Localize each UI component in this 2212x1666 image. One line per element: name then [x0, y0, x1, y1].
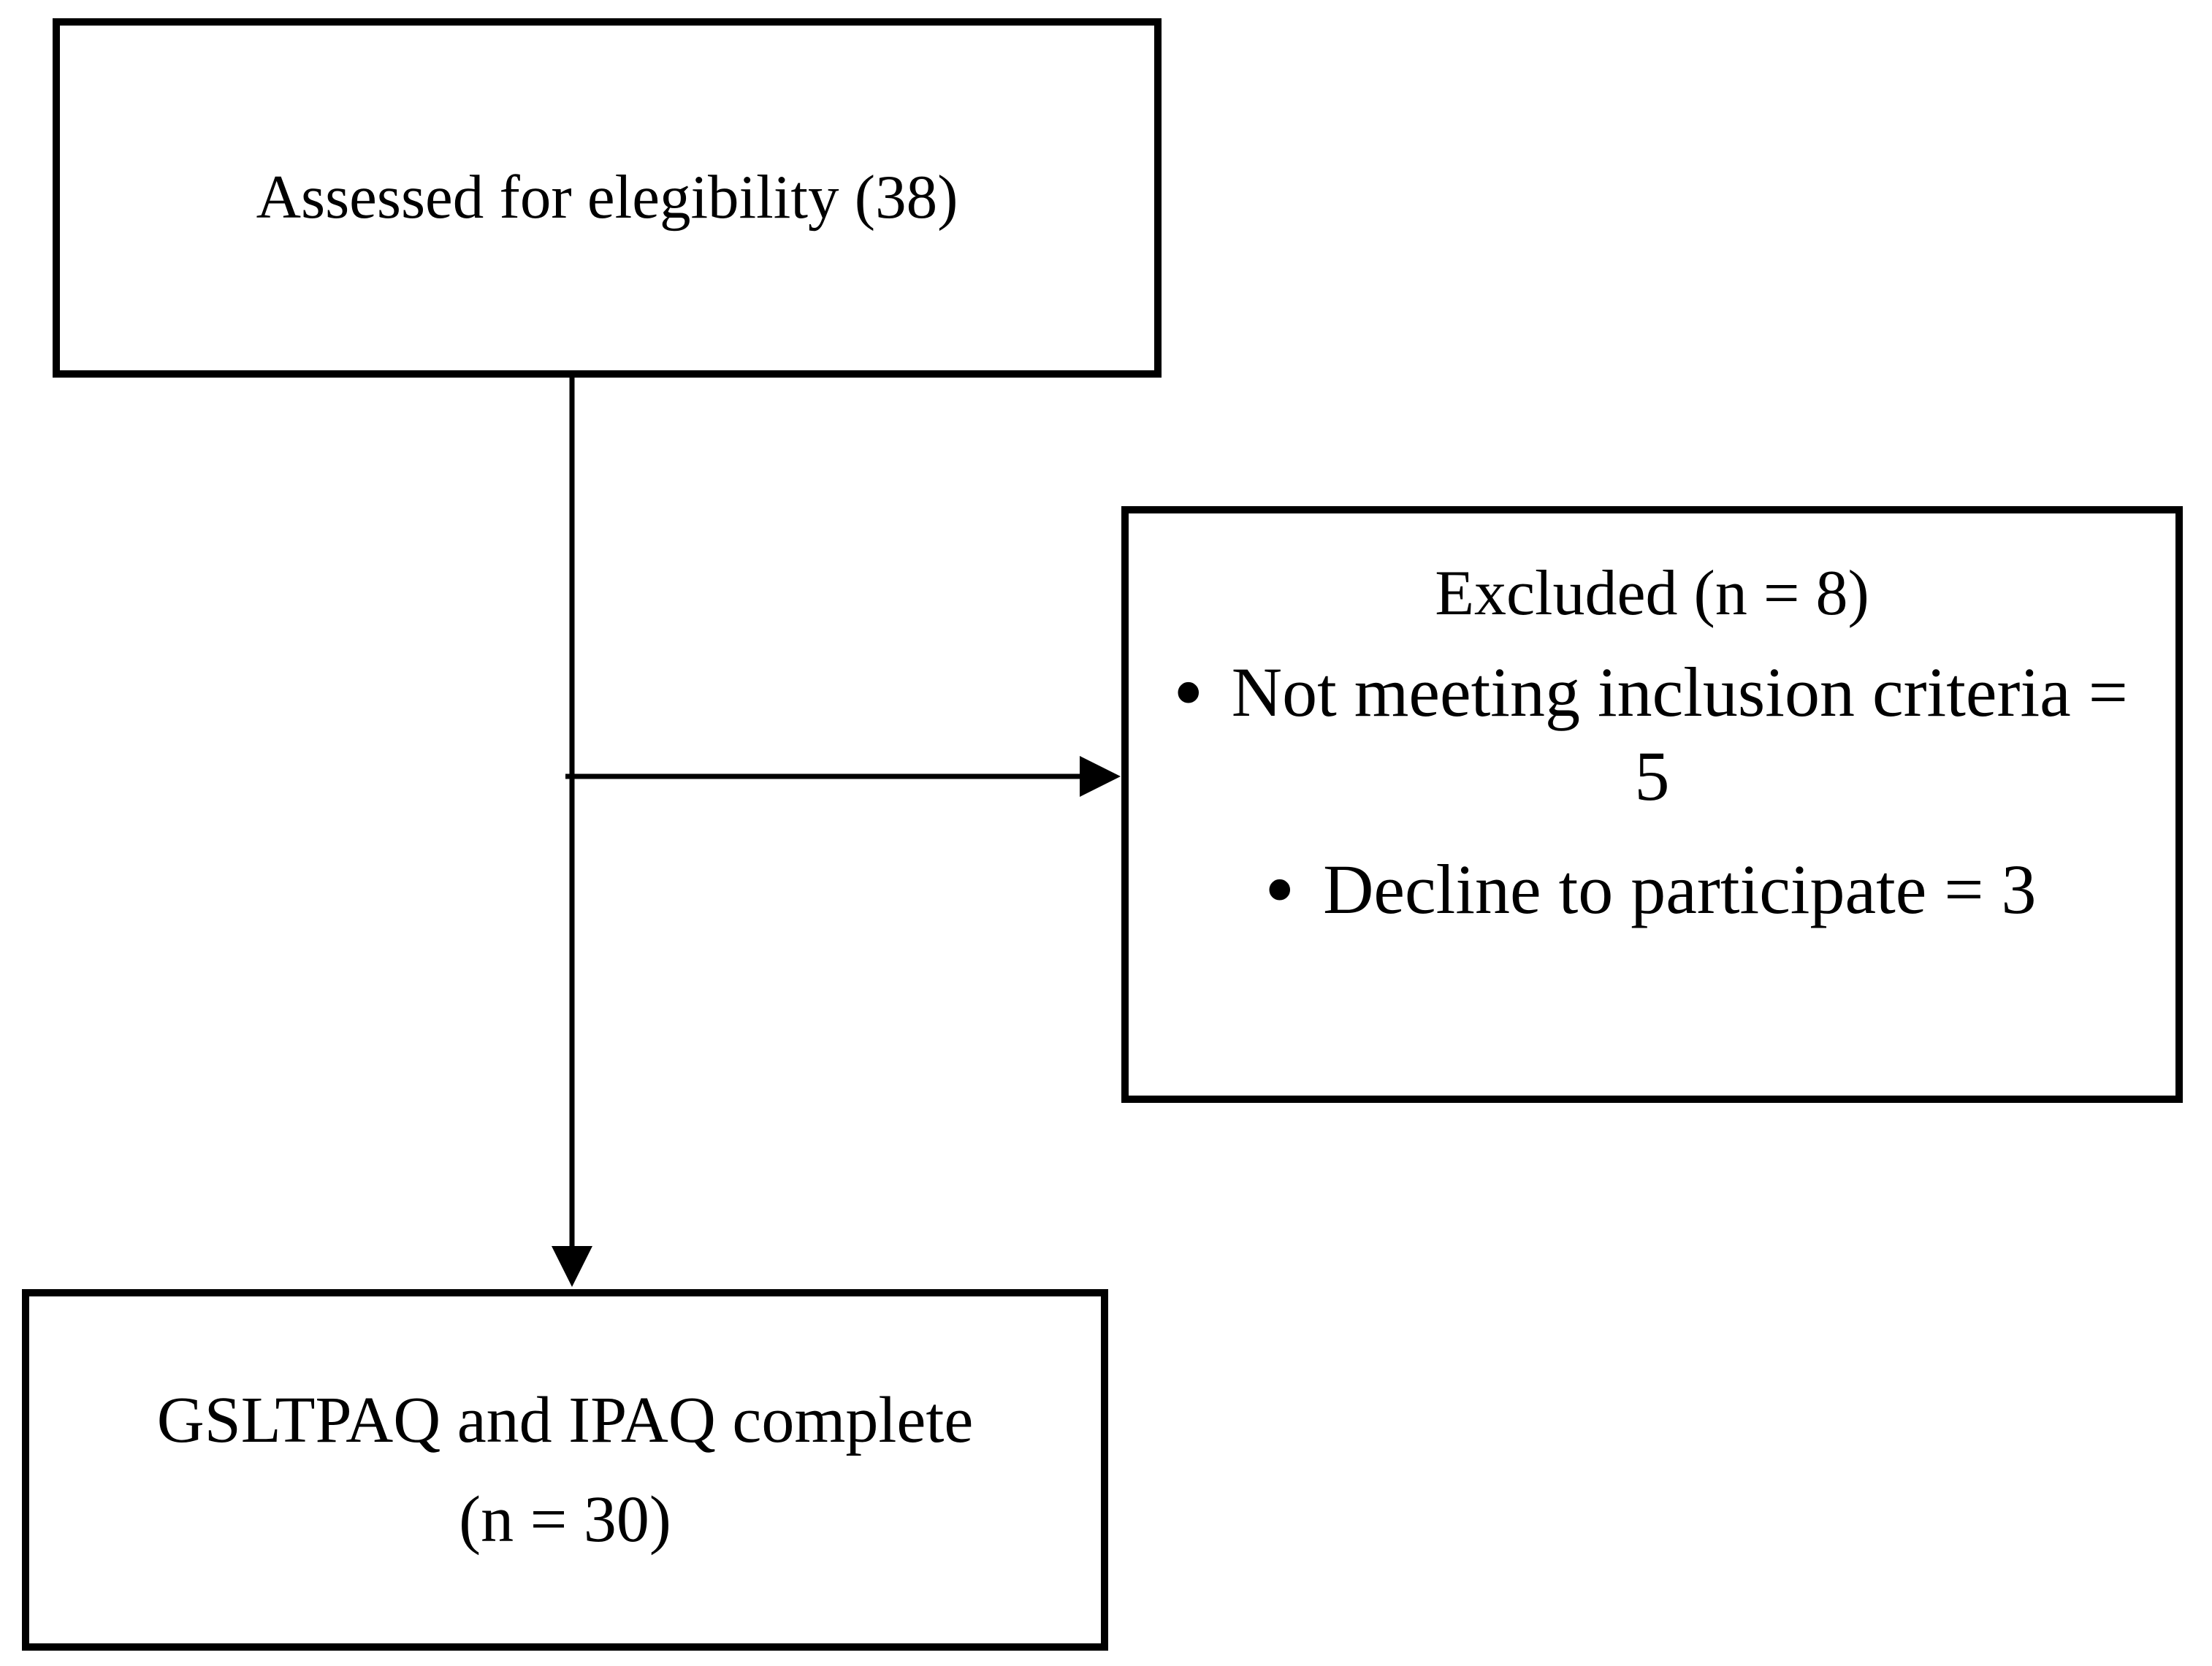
node-excluded-items: • Not meeting inclusion criteria = 5 • Dec… — [1156, 643, 2148, 939]
excluded-item: • Not meeting inclusion criteria = 5 — [1156, 643, 2148, 818]
node-excluded: Excluded (n = 8) • Not meeting inclusion … — [1121, 506, 2183, 1103]
bullet-icon: • — [1265, 840, 1296, 939]
excluded-item-text: Decline to participate = 3 — [1323, 850, 2037, 929]
excluded-item-text: Not meeting inclusion criteria = 5 — [1231, 652, 2128, 815]
node-assessed-label: Assessed for elegibility (38) — [256, 163, 958, 232]
node-excluded-title: Excluded (n = 8) — [1435, 558, 1869, 629]
node-assessed: Assessed for elegibility (38) — [53, 18, 1162, 378]
node-complete: GSLTPAQ and IPAQ complete (n = 30) — [22, 1289, 1108, 1651]
bullet-icon: • — [1172, 643, 1204, 741]
arrow-down-head-icon — [552, 1246, 592, 1287]
node-complete-line2: (n = 30) — [459, 1483, 671, 1556]
node-complete-line1: GSLTPAQ and IPAQ complete — [156, 1383, 974, 1456]
arrow-right-head-icon — [1080, 756, 1121, 797]
excluded-item: • Decline to participate = 3 — [1156, 841, 2148, 939]
